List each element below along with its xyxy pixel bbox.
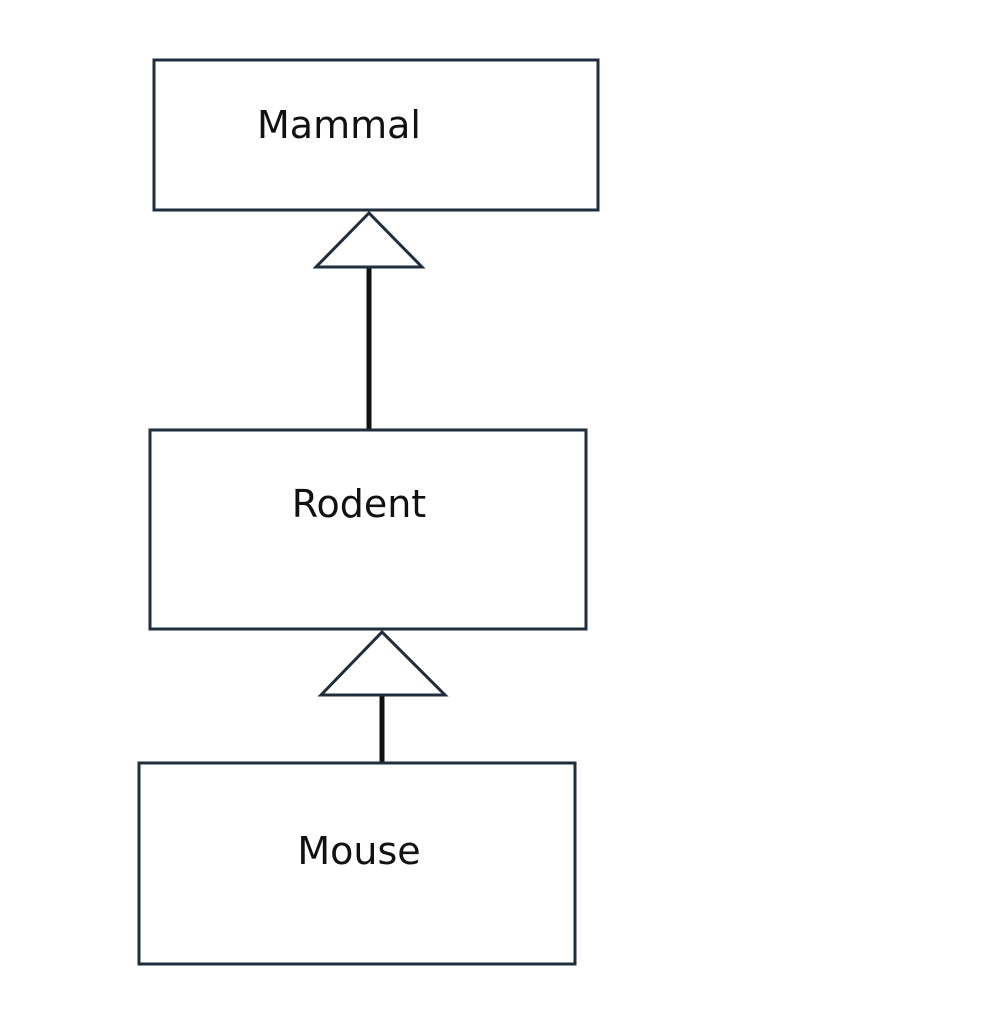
class-box-rodent (148, 428, 588, 631)
class-label-mammal: Mammal (257, 103, 421, 147)
inheritance-arrowhead-rodent (317, 629, 449, 697)
inheritance-arrowhead-mammal (312, 210, 426, 269)
class-label-rodent: Rodent (292, 482, 426, 526)
class-rodent: Rodent (148, 428, 588, 631)
class-mammal: Mammal (152, 58, 600, 212)
inheritance-rodent-to-mammal (312, 210, 426, 430)
class-label-mouse: Mouse (297, 829, 420, 873)
class-box-mammal (152, 58, 600, 212)
inheritance-mouse-to-rodent (317, 629, 449, 763)
class-box-mouse (137, 761, 577, 966)
class-mouse: Mouse (137, 761, 577, 966)
